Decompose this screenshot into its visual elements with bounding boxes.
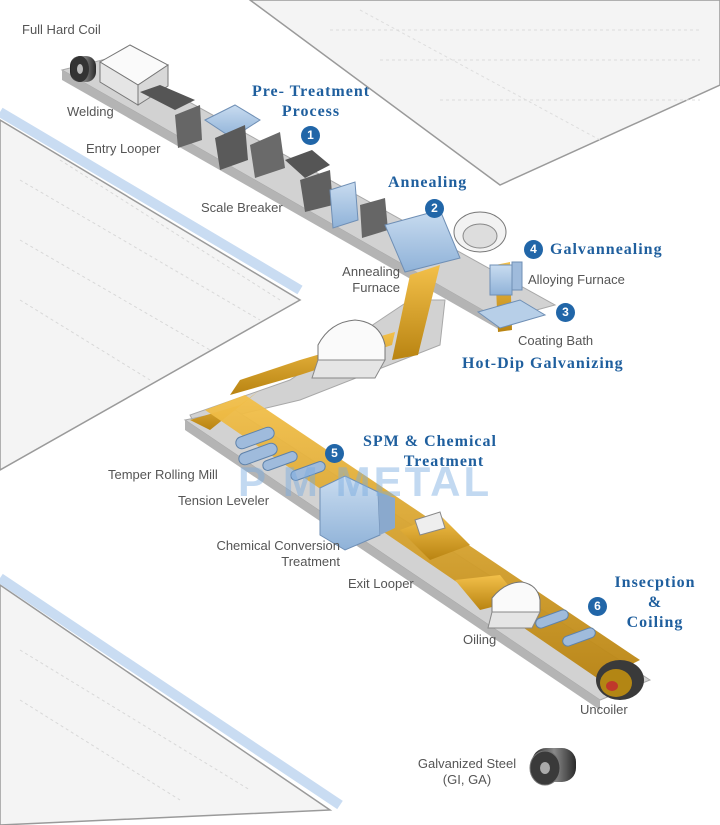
pretreatment-machines (140, 85, 388, 238)
annealing-furnace (384, 209, 507, 273)
label-oiling: Oiling (463, 632, 497, 647)
step-5-badge: 5 (325, 444, 344, 463)
welding-machine (99, 44, 169, 106)
step-6-badge: 6 (588, 597, 607, 616)
step-inspection-title: Insecption & Coiling (614, 574, 696, 631)
label-scale-breaker: Scale Breaker (201, 200, 283, 215)
oiling-machine (487, 581, 541, 629)
label-annealing-furnace: Annealing Furnace (342, 264, 400, 295)
tension-leveler (262, 451, 326, 481)
step-annealing-title: Annealing (388, 174, 468, 191)
label-galvanized-steel: Galvanized Steel (GI, GA) (417, 756, 517, 787)
full-hard-coil-machine (70, 56, 96, 82)
label-full-hard-coil: Full Hard Coil (22, 22, 101, 37)
label-chemical-conversion: Chemical Conversion Treatment (216, 538, 340, 569)
coating-bath (476, 299, 547, 329)
step-spm-title: SPM & Chemical Treatment (363, 433, 497, 470)
label-uncoiler: Uncoiler (580, 702, 628, 717)
label-welding: Welding (67, 104, 114, 119)
label-temper-rolling-mill: Temper Rolling Mill (108, 467, 218, 482)
middle-hood (311, 319, 386, 379)
step-4-badge: 4 (524, 240, 543, 259)
step-galvannealing-title: Galvannealing (550, 241, 663, 258)
label-tension-leveler: Tension Leveler (178, 493, 270, 508)
inspection-rollers (535, 609, 596, 647)
label-coating-bath: Coating Bath (518, 333, 594, 348)
step-1-badge: 1 (301, 126, 320, 145)
step-2-badge: 2 (425, 199, 444, 218)
label-alloying-furnace: Alloying Furnace (528, 272, 625, 287)
step-pretreatment-title: Pre- Treatment Process (251, 83, 371, 120)
galvanized-steel-coil (529, 748, 576, 786)
watermark-text: P M METAL (238, 458, 493, 505)
alloying-furnace (489, 261, 523, 296)
chemical-conversion-machine (319, 475, 395, 551)
temper-rolling-mill (235, 426, 278, 466)
label-entry-looper: Entry Looper (86, 141, 161, 156)
step-hot-dip-title: Hot-Dip Galvanizing (462, 355, 624, 372)
step-3-badge: 3 (556, 303, 575, 322)
exit-looper (414, 511, 446, 536)
uncoiler (596, 660, 644, 700)
label-exit-looper: Exit Looper (348, 576, 414, 591)
